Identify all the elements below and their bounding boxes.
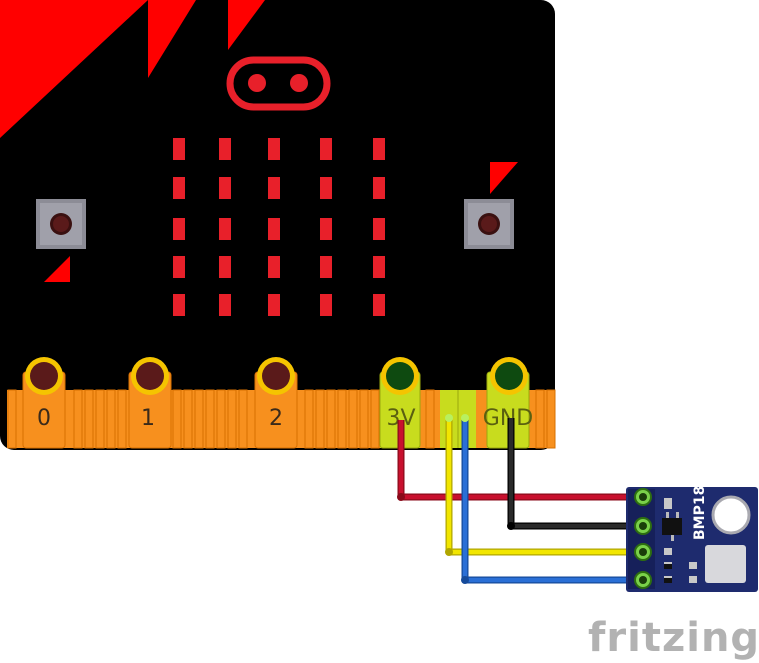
- pin-3v[interactable]: 3V: [379, 357, 421, 449]
- module-pins: [628, 488, 655, 589]
- led-0-3: [320, 138, 332, 160]
- edge-strip[interactable]: [205, 389, 215, 449]
- smd-component: [664, 576, 672, 583]
- edge-strip[interactable]: [304, 389, 314, 449]
- smd-component: [689, 576, 697, 583]
- smd-component: [664, 498, 672, 509]
- led-2-2: [268, 218, 280, 240]
- pin-0-label: 0: [37, 406, 51, 431]
- yellow-wire-end: [445, 548, 453, 556]
- led-1-2: [268, 177, 280, 199]
- edge-strip[interactable]: [106, 389, 116, 449]
- led-4-1: [219, 294, 231, 316]
- edge-strip[interactable]: [546, 389, 556, 449]
- edge-strip[interactable]: [84, 389, 94, 449]
- edge-strip[interactable]: [172, 389, 182, 449]
- button-b-marker-icon: [490, 162, 518, 194]
- pin-2-label: 2: [269, 406, 283, 431]
- led-1-1: [219, 177, 231, 199]
- edge-strip[interactable]: [183, 389, 193, 449]
- edge-strip[interactable]: [315, 389, 325, 449]
- regulator-chip: [662, 518, 682, 535]
- edge-strip[interactable]: [238, 389, 248, 449]
- edge-strip[interactable]: [370, 389, 380, 449]
- led-4-2: [268, 294, 280, 316]
- button-a-marker-icon: [44, 256, 70, 282]
- edge-strip[interactable]: [359, 389, 369, 449]
- edge-strip[interactable]: [535, 389, 545, 449]
- led-4-4: [373, 294, 385, 316]
- led-2-3: [320, 218, 332, 240]
- led-3-3: [320, 256, 332, 278]
- edge-strip[interactable]: [425, 389, 435, 449]
- led-0-2: [268, 138, 280, 160]
- edge-strip[interactable]: [227, 389, 237, 449]
- pin-0[interactable]: 0: [22, 357, 66, 449]
- led-matrix: [173, 138, 385, 316]
- pin-gnd[interactable]: GND: [483, 357, 533, 449]
- led-1-4: [373, 177, 385, 199]
- edge-strip[interactable]: [95, 389, 105, 449]
- smd-component: [664, 562, 672, 569]
- led-1-3: [320, 177, 332, 199]
- button-a[interactable]: [36, 199, 86, 249]
- mounting-hole-icon: [711, 495, 751, 535]
- edge-strips: [7, 389, 556, 449]
- smd-component: [689, 562, 697, 569]
- button-b[interactable]: [464, 199, 514, 249]
- edge-strip[interactable]: [326, 389, 336, 449]
- led-4-0: [173, 294, 185, 316]
- led-3-4: [373, 256, 385, 278]
- red-wire-end: [397, 493, 405, 501]
- wires: [397, 414, 640, 584]
- board-corner-decoration: [0, 0, 265, 138]
- pin-2[interactable]: 2: [254, 357, 298, 449]
- microbit-logo-icon: [226, 56, 331, 111]
- module-label: BMP180: [692, 476, 708, 540]
- edge-connector: 0 1 2 3V: [7, 357, 556, 449]
- edge-strip[interactable]: [216, 389, 226, 449]
- edge-strip[interactable]: [348, 389, 358, 449]
- edge-strip[interactable]: [337, 389, 347, 449]
- led-2-4: [373, 218, 385, 240]
- smd-component: [664, 548, 672, 555]
- led-4-3: [320, 294, 332, 316]
- bmp180-module: BMP180: [626, 476, 758, 592]
- blue-wire-start: [461, 414, 469, 422]
- fritzing-logo: fritzing: [588, 615, 759, 661]
- led-0-0: [173, 138, 185, 160]
- pin-1-label: 1: [141, 406, 155, 431]
- led-0-1: [219, 138, 231, 160]
- led-1-0: [173, 177, 185, 199]
- microbit-board: 0 1 2 3V: [0, 0, 556, 450]
- edge-strip[interactable]: [194, 389, 204, 449]
- yellow-wire-start: [445, 414, 453, 422]
- led-2-0: [173, 218, 185, 240]
- edge-strip[interactable]: [73, 389, 83, 449]
- led-2-1: [219, 218, 231, 240]
- led-3-1: [219, 256, 231, 278]
- edge-strip[interactable]: [7, 389, 17, 449]
- led-3-2: [268, 256, 280, 278]
- led-3-0: [173, 256, 185, 278]
- edge-strip[interactable]: [117, 389, 127, 449]
- black-wire-end: [507, 522, 515, 530]
- pressure-sensor: [705, 545, 746, 583]
- blue-wire-end: [461, 576, 469, 584]
- led-0-4: [373, 138, 385, 160]
- pin-1[interactable]: 1: [128, 357, 172, 449]
